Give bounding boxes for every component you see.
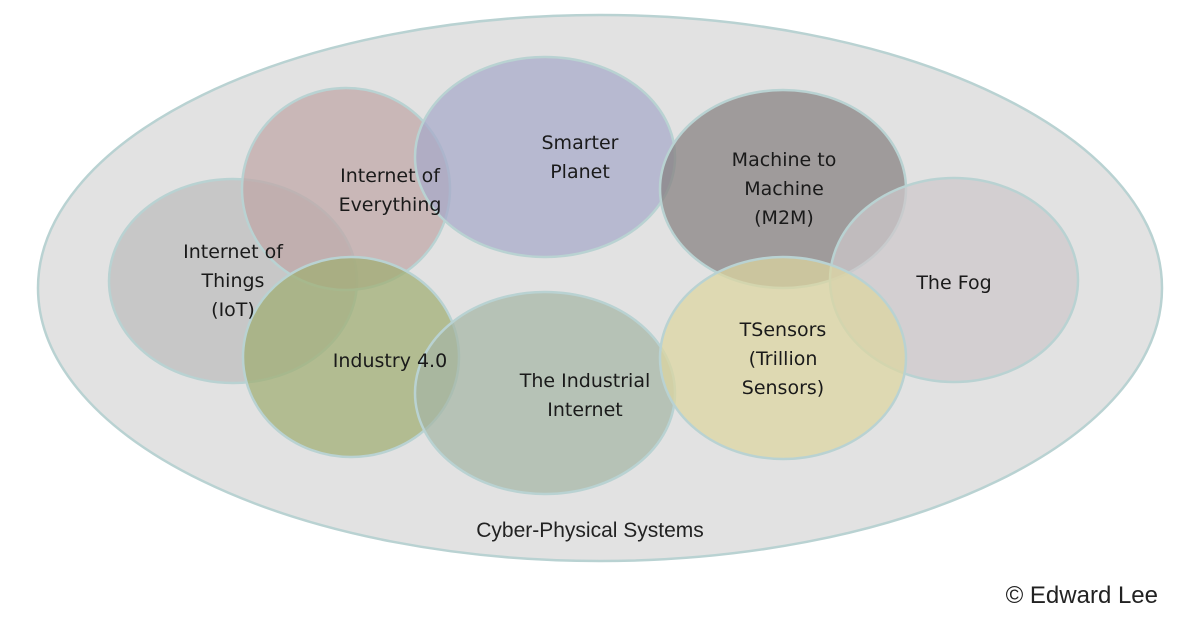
label-industry-4: Industry 4.0 [333,350,447,372]
label-line: Internet of [340,165,441,187]
label-line: Industry 4.0 [333,350,447,372]
label-line: The Industrial [519,370,651,392]
label-line: (M2M) [754,207,814,229]
label-line: (IoT) [211,299,255,321]
label-line: TSensors [739,319,827,341]
copyright-text: © Edward Lee [1006,582,1158,609]
circle-tsensors [658,255,908,461]
label-line: Machine to [732,149,837,171]
label-ioe: Internet of Everything [339,165,442,216]
label-line: Everything [339,194,442,216]
label-line: Things [201,270,265,292]
label-line: Planet [550,161,610,183]
label-line: Smarter [542,132,619,154]
label-line: Internet of [183,241,284,263]
label-fog: The Fog [915,272,991,294]
label-line: Internet [547,399,622,421]
label-line: Sensors) [742,377,824,399]
label-line: Machine [744,178,824,200]
circle-smarter-planet [413,55,677,259]
label-line: (Trillion [749,348,818,370]
container-label: Cyber-Physical Systems [476,519,704,542]
label-m2m: Machine to Machine (M2M) [732,149,837,229]
circle-industrial-internet [413,290,677,496]
label-line: The Fog [915,272,991,294]
label-iot: Internet of Things (IoT) [183,241,284,321]
